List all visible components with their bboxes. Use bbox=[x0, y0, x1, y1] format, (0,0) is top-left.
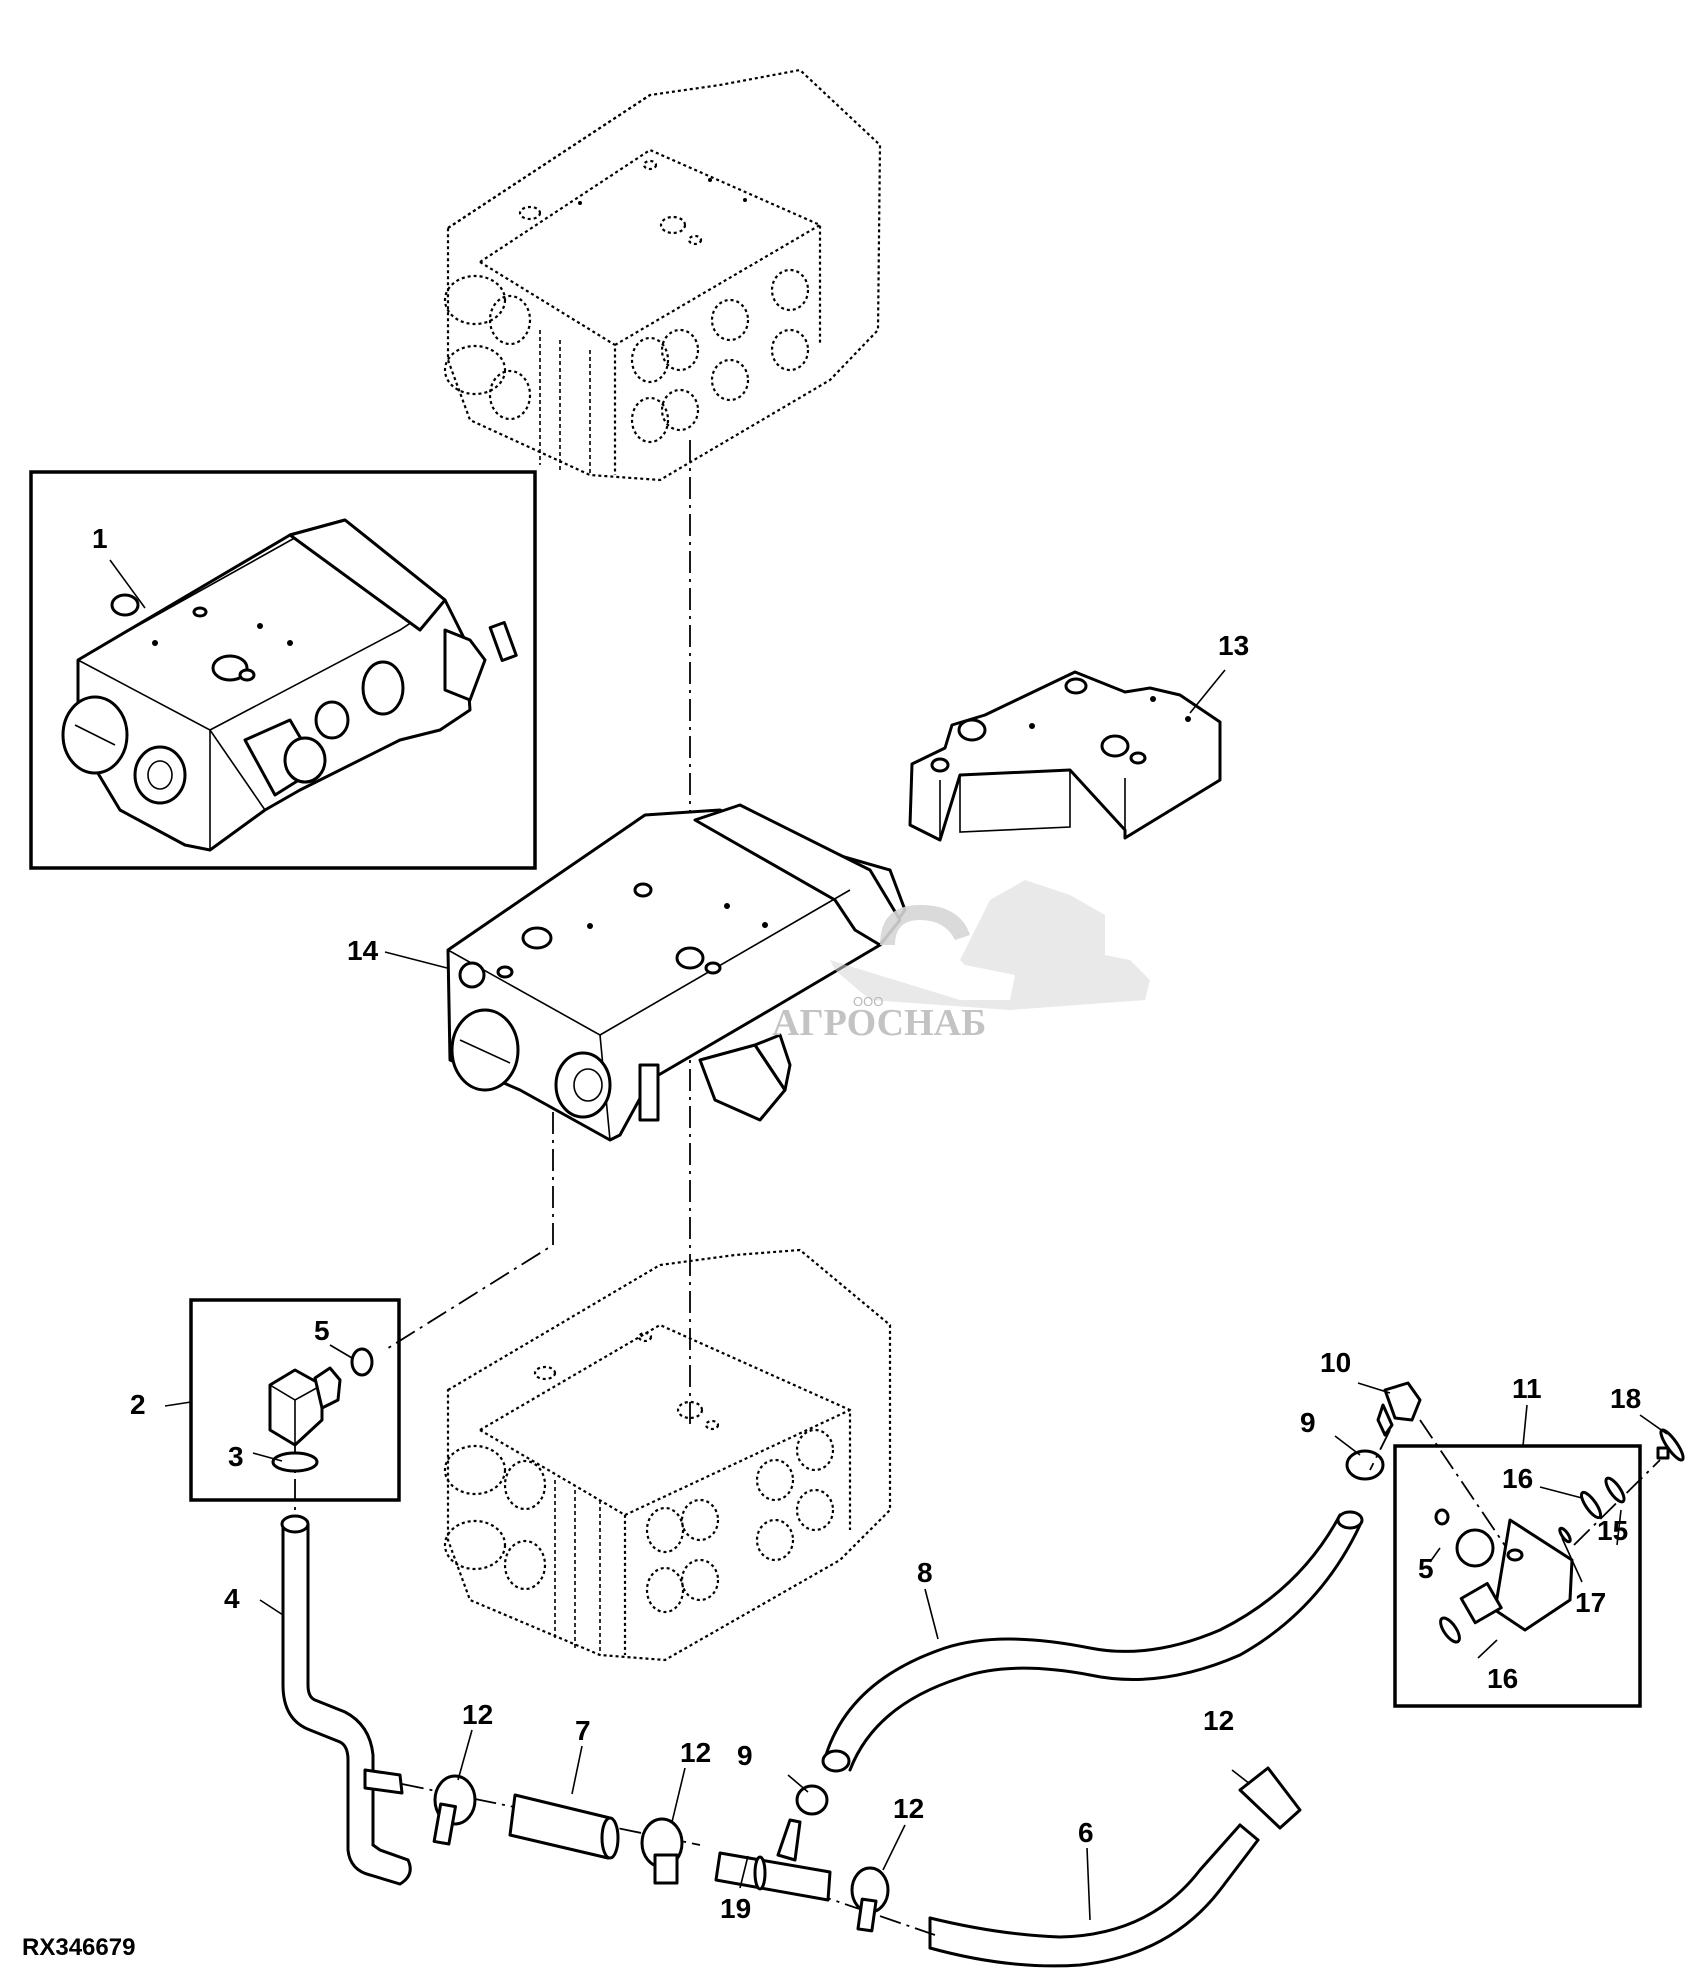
part-14-valve-section bbox=[446, 803, 907, 1142]
callout-19: 19 bbox=[720, 1893, 751, 1924]
elbow-fitting-part-10 bbox=[1376, 1381, 1422, 1437]
pressure-switch bbox=[268, 1366, 342, 1447]
solenoid-part-11 bbox=[1455, 1518, 1574, 1632]
callout-1: 1 bbox=[92, 523, 108, 554]
upper-valve-stack-ghost bbox=[443, 68, 882, 482]
callout-labels: 1 2 3 4 5 5 6 7 8 9 9 10 11 12 12 12 12 … bbox=[92, 523, 1641, 1924]
watermark-brand: АГРОСНАБ bbox=[772, 1002, 986, 1044]
hose-part-6 bbox=[928, 1766, 1302, 1968]
callout-17: 17 bbox=[1575, 1587, 1606, 1618]
hose-clamp-12a bbox=[432, 1774, 477, 1846]
inset-box-part-1 bbox=[29, 470, 537, 870]
hose-part-7 bbox=[508, 1793, 620, 1860]
watermark-logo: ООО АГРОСНАБ bbox=[772, 880, 1150, 1044]
callout-2: 2 bbox=[130, 1389, 146, 1420]
hose-clamp-9a bbox=[1345, 1449, 1385, 1481]
callout-12d: 12 bbox=[1203, 1705, 1234, 1736]
callout-12a: 12 bbox=[462, 1699, 493, 1730]
seal-16a bbox=[1579, 1490, 1603, 1520]
seal-16b bbox=[1439, 1616, 1461, 1644]
tee-fitting-part-19 bbox=[714, 1818, 832, 1902]
callout-13: 13 bbox=[1218, 630, 1249, 661]
bottom-fittings bbox=[401, 1774, 936, 1936]
callout-5a: 5 bbox=[314, 1315, 330, 1346]
part-13-plate bbox=[908, 670, 1222, 842]
callout-11: 11 bbox=[1512, 1373, 1542, 1404]
hose-clamp-12c bbox=[850, 1866, 890, 1933]
o-ring-3 bbox=[271, 1451, 319, 1473]
callout-12b: 12 bbox=[680, 1737, 711, 1768]
hose-part-4 bbox=[280, 1514, 412, 1886]
hose-clamp-12d bbox=[1238, 1766, 1302, 1830]
hose-clamp-9b bbox=[795, 1784, 829, 1816]
callout-16a: 16 bbox=[1502, 1463, 1533, 1494]
valve-section-part-1 bbox=[61, 518, 518, 852]
callout-12c: 12 bbox=[893, 1793, 924, 1824]
fittings-upper-right bbox=[1345, 1381, 1509, 1551]
callout-16b: 16 bbox=[1487, 1663, 1518, 1694]
lower-valve-stack-ghost bbox=[443, 1248, 892, 1662]
o-ring-5 bbox=[350, 1347, 374, 1377]
figure-id: RX346679 bbox=[22, 1934, 135, 1961]
callout-6: 6 bbox=[1078, 1817, 1094, 1848]
washer-15 bbox=[1604, 1476, 1626, 1504]
callout-14: 14 bbox=[347, 935, 379, 966]
screw-part-18 bbox=[1656, 1428, 1685, 1462]
callout-3: 3 bbox=[228, 1441, 244, 1472]
callout-5b: 5 bbox=[1418, 1553, 1434, 1584]
callout-10: 10 bbox=[1320, 1347, 1351, 1378]
callout-15: 15 bbox=[1597, 1515, 1628, 1546]
hose-part-8 bbox=[821, 1510, 1364, 1773]
o-ring-5b bbox=[1434, 1508, 1450, 1526]
callout-18: 18 bbox=[1610, 1383, 1641, 1414]
callout-4: 4 bbox=[224, 1583, 240, 1614]
inset-box-part-11 bbox=[1393, 1444, 1661, 1708]
callout-9b: 9 bbox=[737, 1740, 753, 1771]
callout-7: 7 bbox=[575, 1715, 591, 1746]
hose-clamp-12b bbox=[640, 1817, 684, 1885]
watermark-prefix: ООО bbox=[853, 994, 883, 1009]
leader-lines bbox=[109, 559, 1668, 1921]
inset-box-part-2 bbox=[189, 1298, 401, 1502]
washer-17 bbox=[1558, 1526, 1572, 1544]
callout-9a: 9 bbox=[1300, 1407, 1316, 1438]
callout-8: 8 bbox=[917, 1557, 933, 1588]
